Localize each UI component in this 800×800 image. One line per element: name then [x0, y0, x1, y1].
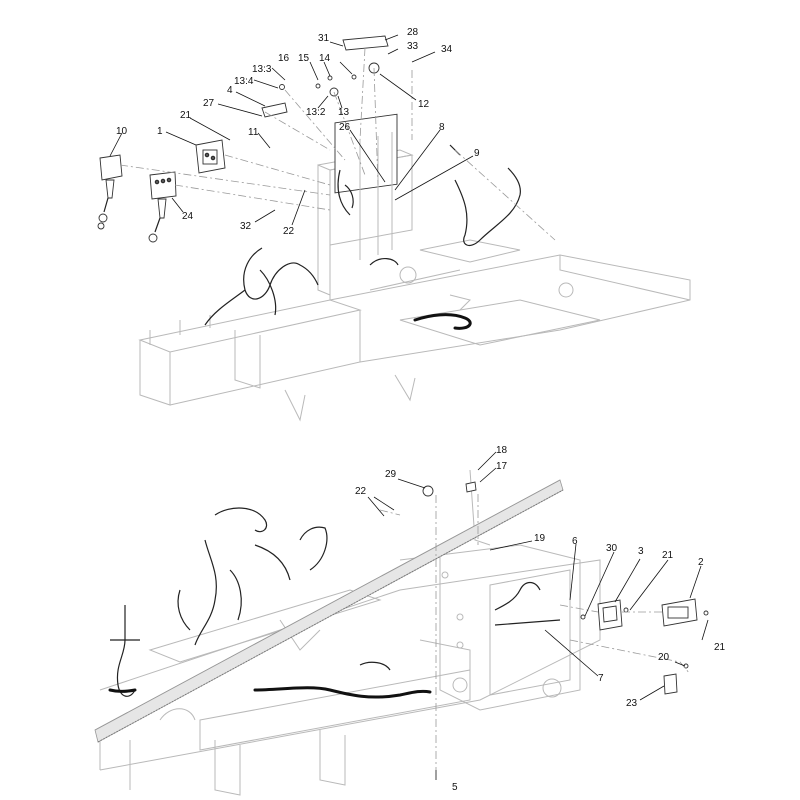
- bottom-leader-lines: [367, 451, 709, 780]
- bottom-frame-outline: [99, 469, 601, 796]
- callout-16: 16: [278, 53, 290, 64]
- callout-19: 19: [534, 533, 546, 544]
- bottom-hardware: [422, 481, 709, 669]
- callout-24: 24: [182, 211, 194, 222]
- control-module-2: [661, 598, 698, 627]
- callout-31: 31: [318, 33, 330, 44]
- callout-20: 20: [658, 652, 670, 663]
- top-leader-lines: [109, 34, 474, 226]
- callout-13-4: 13:4: [234, 76, 254, 87]
- callout-15: 15: [298, 53, 310, 64]
- callout-30: 30: [606, 543, 618, 554]
- top-construction-lines: [119, 47, 556, 241]
- callout-6: 6: [572, 536, 578, 547]
- callout-29: 29: [385, 469, 397, 480]
- diagonal-rail: [94, 479, 564, 743]
- callout-18: 18: [496, 445, 508, 456]
- callout-17: 17: [496, 461, 508, 472]
- callout-4: 4: [227, 85, 233, 96]
- callout-7: 7: [598, 673, 604, 684]
- callout-22-top: 22: [283, 226, 295, 237]
- bottom-assembly-view: 18 17 29 22 19 6 30 3 21 2 21 20 23 7 5: [94, 445, 726, 796]
- callout-10: 10: [116, 126, 128, 137]
- callout-11: 11: [248, 127, 259, 138]
- callout-1: 1: [157, 126, 163, 137]
- callout-9: 9: [474, 148, 480, 159]
- switch-assembly-24: [148, 171, 177, 243]
- switch-assembly-10: [97, 154, 123, 230]
- callout-23: 23: [626, 698, 638, 709]
- callout-5: 5: [452, 782, 458, 793]
- callout-33: 33: [407, 41, 419, 52]
- connector-23: [663, 673, 678, 695]
- callout-2: 2: [698, 557, 704, 568]
- callout-13-2: 13:2: [306, 107, 326, 118]
- callout-13-3: 13:3: [252, 64, 272, 75]
- callout-22-bottom: 22: [355, 486, 367, 497]
- callout-26: 26: [339, 122, 351, 133]
- callout-8: 8: [439, 122, 445, 133]
- callout-21-bottom-b: 21: [714, 642, 726, 653]
- callout-12: 12: [418, 99, 430, 110]
- top-callout-labels: 31 28 33 34 16 15 14 13:3 13:4 4 27 12 1…: [116, 27, 480, 237]
- bottom-construction-lines: [379, 494, 691, 770]
- callout-21-bottom-a: 21: [662, 550, 674, 561]
- callout-14: 14: [319, 53, 331, 64]
- bottom-wiring-harness: [108, 507, 561, 699]
- callout-32: 32: [240, 221, 252, 232]
- callout-3: 3: [638, 546, 644, 557]
- top-wiring-harness: [204, 144, 521, 330]
- control-module-3: [597, 599, 623, 631]
- callout-27: 27: [203, 98, 215, 109]
- control-module-1: [195, 139, 226, 174]
- top-frame-outline: [138, 239, 691, 422]
- bottom-callout-labels: 18 17 29 22 19 6 30 3 21 2 21 20 23 7 5: [355, 445, 726, 793]
- callout-13: 13: [338, 107, 350, 118]
- callout-34: 34: [441, 44, 453, 55]
- callout-21-top: 21: [180, 110, 192, 121]
- control-panel-enclosure: [317, 113, 414, 296]
- callout-28: 28: [407, 27, 419, 38]
- top-assembly-view: 31 28 33 34 16 15 14 13:3 13:4 4 27 12 1…: [97, 27, 691, 422]
